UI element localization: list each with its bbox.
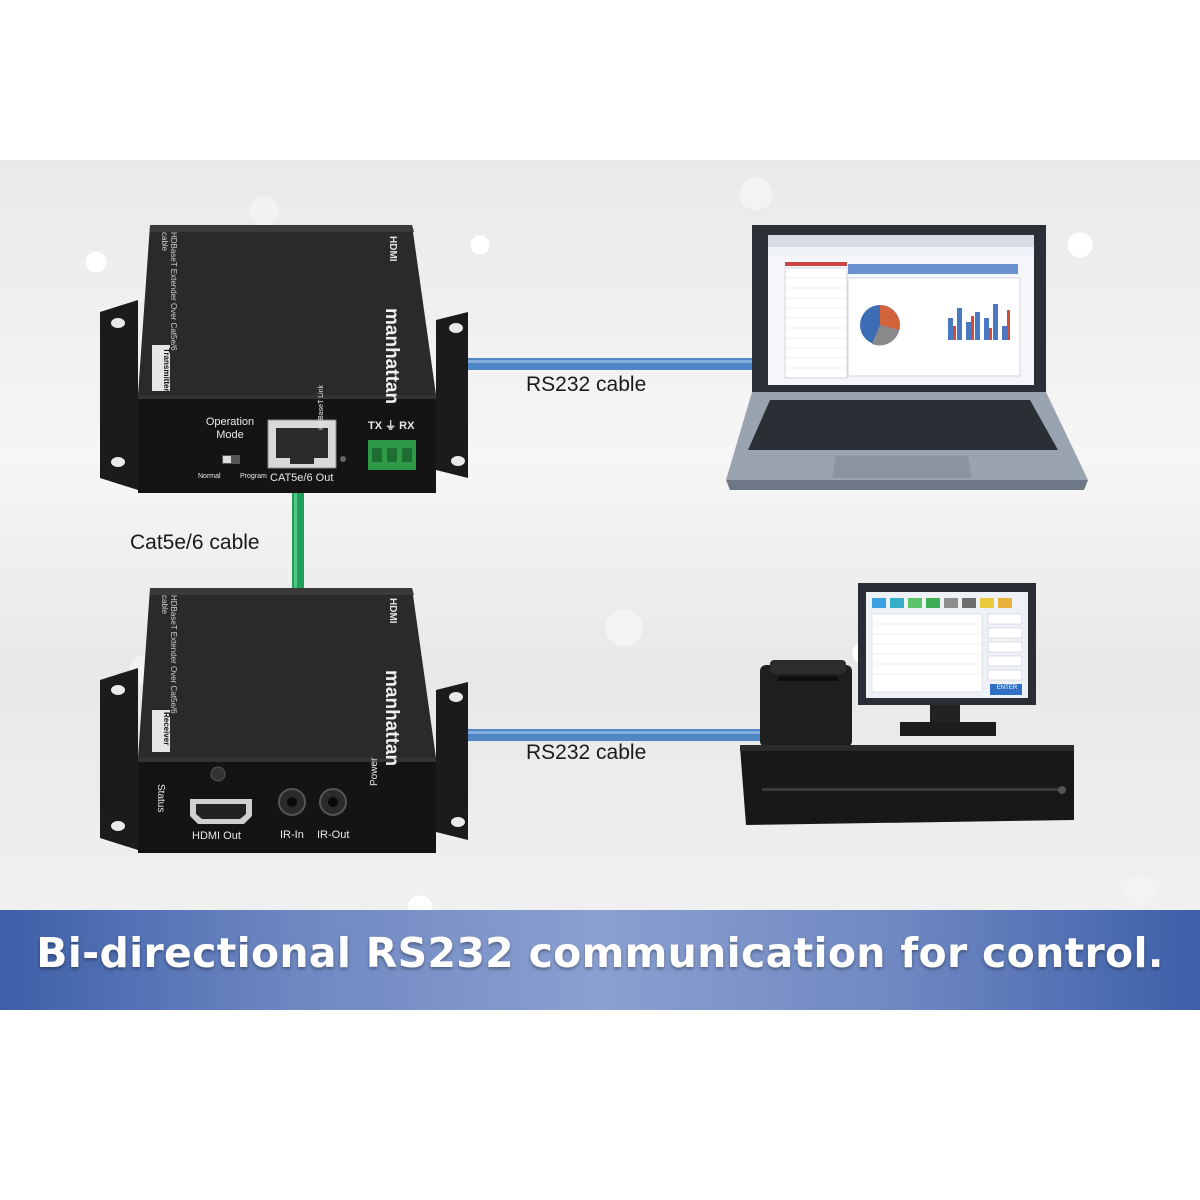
transmitter-tx-rx: TX ⏚ RX xyxy=(368,420,415,432)
pos-terminal xyxy=(740,583,1074,825)
transmitter-operation-mode: Operation Mode xyxy=(205,416,255,441)
transmitter-side-tag: Transmitter xyxy=(162,348,171,392)
receiver-hdmi-out-label: HDMI Out xyxy=(192,830,241,842)
receiver-device xyxy=(100,588,468,853)
transmitter-device xyxy=(100,225,468,493)
receiver-status-label: Status xyxy=(155,784,166,813)
caption-banner xyxy=(0,910,1200,1010)
receiver-ir-out-label: IR-Out xyxy=(317,829,350,841)
laptop xyxy=(726,225,1088,490)
rs232-cable-bottom xyxy=(455,729,760,741)
receiver-top-text: HDBaseT Extender Over Cat5e/6 cable xyxy=(160,595,178,714)
transmitter-cat-out-label: CAT5e/6 Out xyxy=(270,472,334,484)
cat-cable xyxy=(292,488,304,598)
rs232-cable-label-top: RS232 cable xyxy=(526,373,647,396)
rs232-cable-label-bottom: RS232 cable xyxy=(526,741,647,764)
caption-text: Bi-directional RS232 communication for c… xyxy=(36,929,1164,977)
receiver-side-tag: Receiver xyxy=(162,712,171,746)
rs232-cable-top xyxy=(455,358,785,370)
transmitter-normal-label: Normal xyxy=(198,473,221,480)
transmitter-hdmi-logo: HDMI xyxy=(387,236,398,262)
receiver-power-label: Power xyxy=(369,757,380,786)
receiver-ir-in-label: IR-In xyxy=(280,829,304,841)
receiver-hdmi-logo: HDMI xyxy=(387,598,398,624)
cat-cable-label: Cat5e/6 cable xyxy=(130,531,260,554)
pos-enter-button: ENTER xyxy=(996,685,1018,691)
transmitter-hdbaset-link: HDBaseT Link xyxy=(318,384,325,430)
transmitter-brand: manhattan xyxy=(381,308,402,405)
receiver-brand: manhattan xyxy=(381,670,402,767)
transmitter-top-text: HDBaseT Extender Over Cat5e/6 cable xyxy=(160,232,178,351)
transmitter-program-label: Program xyxy=(240,473,267,480)
